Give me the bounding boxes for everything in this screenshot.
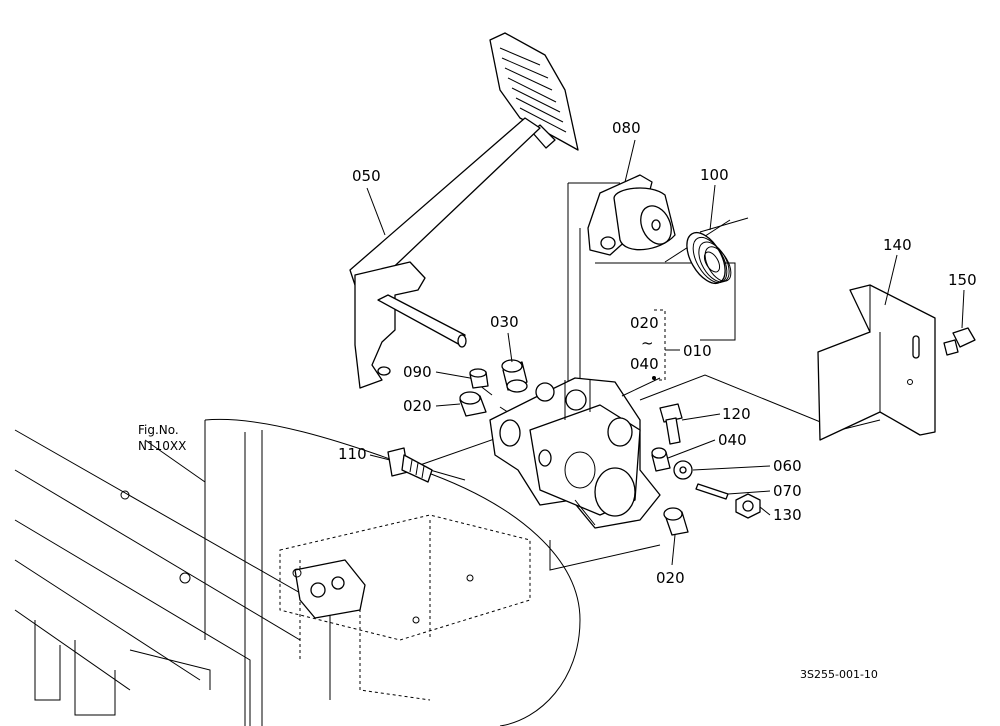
drawing-number: 3S255-001-10 [800, 668, 878, 681]
bracket-assembly [489, 377, 661, 529]
part-labels: 050 080 100 140 150 030 020 ~ 040 010 09… [338, 119, 977, 587]
figure-ref-line1: Fig.No. [138, 423, 179, 437]
figure-reference: Fig.No. N110XX [138, 423, 186, 453]
pin-070 [695, 483, 729, 500]
nut-130 [735, 493, 761, 519]
bushing-030 [501, 359, 528, 393]
label-140: 140 [883, 236, 912, 254]
label-020-b: 020 [656, 569, 685, 587]
label-050: 050 [352, 167, 381, 185]
collar-040 [651, 447, 671, 472]
label-080: 080 [612, 119, 641, 137]
boss-080 [587, 174, 676, 256]
label-tilde: ~ [641, 334, 654, 352]
bushing-020-upper [459, 391, 487, 417]
bolt-110 [387, 447, 433, 483]
pedal-arm-050 [349, 32, 579, 389]
label-150: 150 [948, 271, 977, 289]
bushing-020-lower [663, 507, 689, 536]
label-020-range-start: 020 [630, 314, 659, 332]
cover-plate-140 [817, 284, 936, 441]
label-130: 130 [773, 506, 802, 524]
grease-nipple-090 [469, 368, 489, 389]
figure-ref-line2: N110XX [138, 439, 186, 453]
label-100: 100 [700, 166, 729, 184]
label-060: 060 [773, 457, 802, 475]
bolt-150 [943, 327, 976, 356]
bolt-120 [659, 403, 683, 445]
spring-100 [664, 217, 749, 285]
label-070: 070 [773, 482, 802, 500]
washer-060 [673, 460, 693, 480]
label-110: 110 [338, 445, 367, 463]
label-120: 120 [722, 405, 751, 423]
label-040: 040 [718, 431, 747, 449]
machine-frame [14, 418, 581, 726]
label-030: 030 [490, 313, 519, 331]
label-040-range-end: 040 [630, 355, 659, 373]
label-010: 010 [683, 342, 712, 360]
label-090: 090 [403, 363, 432, 381]
leader-lines [144, 139, 965, 566]
label-020-a: 020 [403, 397, 432, 415]
